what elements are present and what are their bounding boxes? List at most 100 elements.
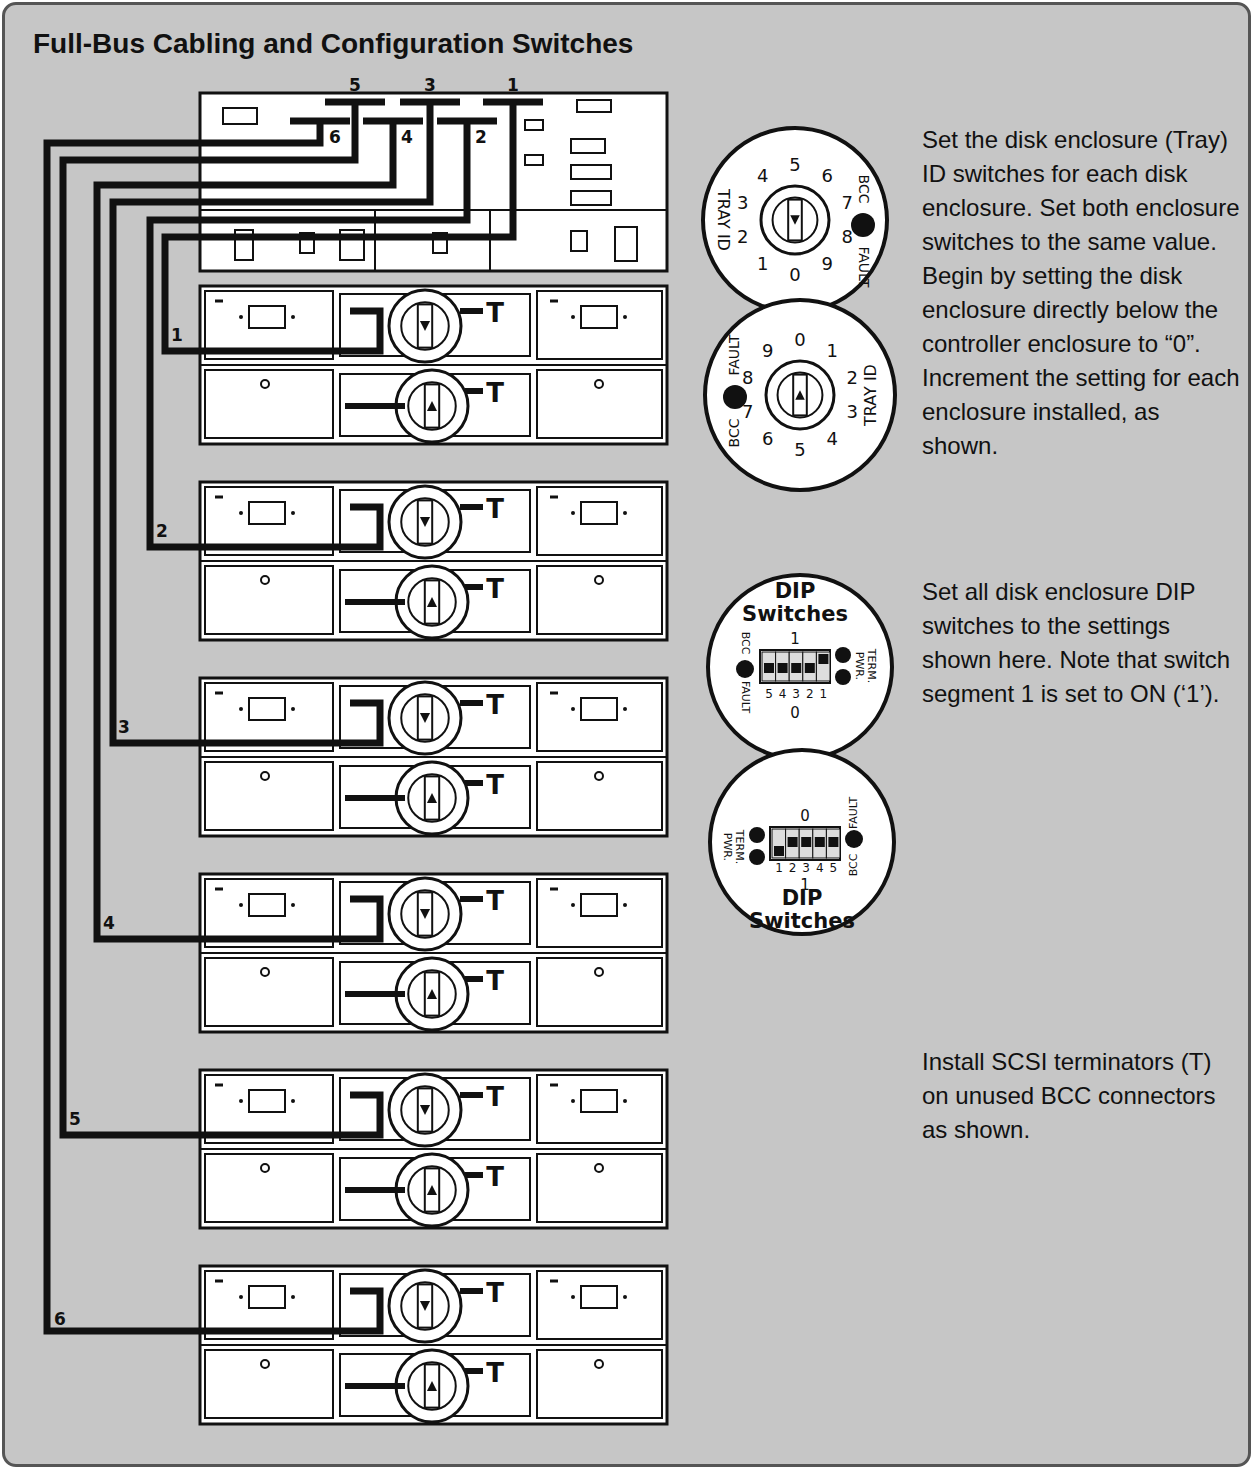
power-supply [537,683,662,751]
tray-id-callout [703,128,887,312]
dial-slot [418,1088,432,1131]
tray-id-dial [396,370,468,442]
led [550,496,558,499]
disk-enclosure [200,1266,667,1424]
dial-slot [788,200,802,241]
callout-title: DIP Switches [737,887,867,933]
dial-digit: 9 [822,255,833,275]
port [577,100,611,112]
power-socket [249,306,285,328]
cable [63,102,380,1135]
dial-slot [793,375,807,416]
dial-knob [408,1362,456,1410]
power-socket [581,1090,617,1112]
segment-number: 5 [765,688,773,701]
dial-slot [425,580,439,623]
term-pwr-led [835,669,851,685]
dial-pointer [420,321,430,331]
screw [571,707,575,711]
bcc-connector [460,896,483,902]
segment-number: 1 [820,688,828,701]
dial-knob [773,198,818,243]
dial-pointer [427,401,437,411]
cable-number: 1 [507,76,519,95]
led [215,1280,223,1283]
dip-callout [708,575,892,759]
screw [261,1360,269,1368]
note: Set the disk enclosure (Tray) ID switche… [922,123,1240,463]
power-socket [581,698,617,720]
switch-label: 1 [790,631,800,648]
screw [261,968,269,976]
switch-label: TRAY ID [714,189,732,251]
tray-id-dial [396,958,468,1030]
dial-pointer [420,1105,430,1115]
tray-id-dial [396,762,468,834]
screw [595,380,603,388]
screw [261,576,269,584]
screw [291,315,295,319]
dip-segment [789,652,803,681]
led [550,888,558,891]
divider [200,209,667,211]
bcc-connector [465,976,483,982]
switch-label: TRAY ID [862,364,880,426]
tray-id-callout [705,300,895,490]
bcc-connector [465,1368,483,1374]
dial-pointer [427,1185,437,1195]
dial-digit: 1 [827,341,838,361]
switch-label: FAULT [855,246,870,287]
bcc-connector [460,504,483,510]
led [215,496,223,499]
switch-label: BCC [855,175,870,204]
dial-digit: 6 [762,430,773,450]
bcc-connector [465,780,483,786]
port [571,139,605,153]
switch-label: FAULT [848,797,860,829]
fan-module [205,958,333,1026]
terminator-mark: T [486,1359,504,1388]
dial-slot [425,776,439,819]
dial-pointer [420,517,430,527]
dial-knob [401,694,449,742]
dip-segment [786,829,800,858]
divider [200,1344,667,1346]
cable-number: 2 [156,522,168,541]
divider [200,1148,667,1150]
power-socket [581,502,617,524]
screw [239,1295,243,1299]
dial-pointer [420,1301,430,1311]
screw [261,380,269,388]
dial-digit: 7 [742,402,753,422]
dip-segment [803,652,817,681]
dial-digit: 0 [789,265,800,285]
cable-number: 1 [171,326,183,345]
power-inlet [615,227,637,261]
screw [623,511,627,515]
terminator-mark: T [486,1279,504,1308]
dip-segment [776,652,790,681]
power-supply [537,1075,662,1143]
term-pwr-led [749,827,765,843]
bcc-module [340,766,530,828]
dial-digit: 5 [789,155,800,175]
switch-label: FAULT [727,334,742,375]
fan-module [537,566,662,634]
fan-module [205,762,333,830]
dial-knob [408,578,456,626]
dial-slot [425,1168,439,1211]
dial-slot [425,972,439,1015]
dial-knob [408,1166,456,1214]
screw [291,1295,295,1299]
dial-digit: 2 [737,227,748,247]
screw [623,1099,627,1103]
switch-label: TERM. PWR. [721,824,745,870]
disk-enclosure [200,1070,667,1228]
segment-number: 1 [775,862,783,875]
dial-pointer [795,390,805,400]
led [215,888,223,891]
dial-pointer [790,215,800,225]
led [215,1084,223,1087]
segment-number: 2 [806,688,814,701]
